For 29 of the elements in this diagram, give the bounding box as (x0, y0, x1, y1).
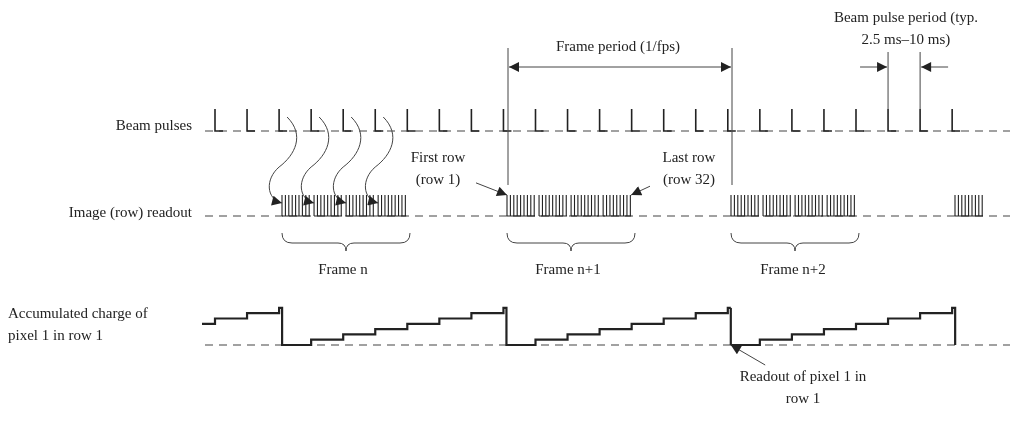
beam-pulse (342, 108, 352, 132)
row-readout-burst (345, 194, 375, 217)
frame-label: Frame n+1 (534, 260, 602, 279)
row-readout-burst (506, 194, 536, 217)
leader-line (630, 185, 651, 196)
dimension-label: Beam pulse period (typ. 2.5 ms–10 ms) (832, 8, 980, 49)
callout-text: First row (row 1) (400, 146, 476, 190)
beam-pulse (374, 108, 385, 132)
leader-line (730, 344, 766, 366)
curved-arrow (332, 116, 362, 205)
curved-arrow (300, 116, 330, 205)
beam-pulse (278, 108, 288, 132)
dimension-label: Frame period (1/fps) (554, 37, 682, 56)
frame-label: Frame n+2 (759, 260, 827, 279)
row-readout-burst (281, 194, 311, 217)
row-readout-burst (602, 194, 632, 217)
curved-arrow (268, 116, 298, 205)
row-readout-burst (313, 194, 343, 217)
frame-label: Frame n (317, 260, 369, 279)
curved-arrow (364, 116, 394, 205)
row-label: Image (row) readout (67, 203, 192, 222)
beam-pulse (310, 108, 320, 132)
row-label: Accumulated charge of pixel 1 in row 1 (8, 304, 149, 345)
leader-line (475, 182, 508, 196)
callout-text: Readout of pixel 1 in row 1 (738, 365, 868, 409)
row-readout-burst (377, 194, 407, 217)
row-label: Beam pulses (114, 116, 192, 135)
callout-text: Last row (row 32) (650, 146, 728, 190)
charge-reset-drop (729, 307, 732, 345)
